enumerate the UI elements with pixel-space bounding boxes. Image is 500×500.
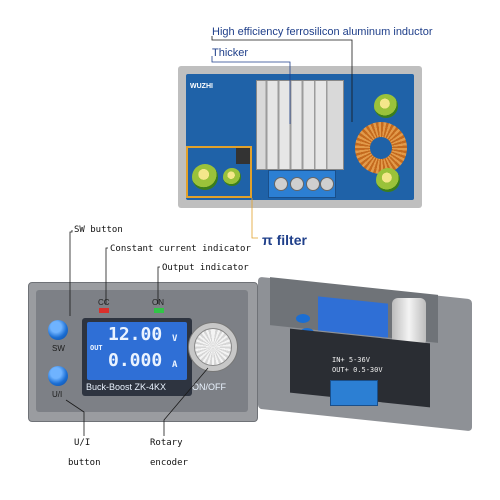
pi-filter-highlight-box <box>186 146 252 198</box>
rotary-encoder-knob[interactable] <box>194 328 232 366</box>
sw-button[interactable] <box>48 320 68 340</box>
ui-button[interactable] <box>48 366 68 386</box>
cc-indicator-annotation: Constant current indicator <box>110 244 251 254</box>
angled-terminal-block <box>330 380 378 406</box>
lcd-current-unit: A <box>172 360 178 370</box>
on-off-label: ON/OFF <box>192 382 226 392</box>
terminal-screw <box>306 177 320 191</box>
on-led-label: ON <box>152 298 164 307</box>
encoder-annotation: encoder <box>150 458 188 468</box>
angled-terminal-label-2: OUT+ 0.5-30V <box>332 366 383 374</box>
terminal-screw <box>320 177 334 191</box>
angled-terminal-label-1: IN+ 5-36V <box>332 356 370 364</box>
ui-annotation: U/I <box>74 438 91 448</box>
on-led <box>154 308 164 313</box>
terminal-screw <box>274 177 288 191</box>
rotary-annotation: Rotary <box>150 438 183 448</box>
capacitor-left-small <box>223 168 241 186</box>
cc-led <box>99 308 109 313</box>
cc-led-label: CC <box>98 298 110 307</box>
ui-button-label: U/I <box>52 390 63 399</box>
output-indicator-annotation: Output indicator <box>162 263 249 273</box>
capacitor-right-top <box>374 94 398 118</box>
sw-button-label: SW <box>52 344 65 353</box>
angled-sw-button <box>296 314 310 323</box>
model-label: Buck-Boost ZK-4KX <box>86 382 167 392</box>
smd-inductor <box>236 148 252 164</box>
inductor-annotation: High efficiency ferrosilicon aluminum in… <box>212 26 433 38</box>
lcd-voltage-unit: V <box>172 334 178 344</box>
pcb-brand-label: WUZHI <box>190 83 213 90</box>
lcd-voltage-value: 12.00 <box>108 324 163 345</box>
capacitor-left-bottom <box>192 164 218 190</box>
heatsink <box>256 80 344 170</box>
lcd-current-value: 0.000 <box>108 350 163 371</box>
ui-button-annotation: button <box>68 458 101 468</box>
angled-module-lcd <box>318 296 388 338</box>
toroid-core-hole <box>370 137 392 159</box>
lcd-out-label: OUT <box>90 344 103 352</box>
capacitor-right-bottom <box>376 168 400 192</box>
pi-filter-annotation: π filter <box>262 232 307 248</box>
angled-rotary-knob <box>392 298 426 346</box>
sw-button-annotation: SW button <box>74 225 123 235</box>
terminal-screw <box>290 177 304 191</box>
thicker-annotation: Thicker <box>212 47 249 59</box>
